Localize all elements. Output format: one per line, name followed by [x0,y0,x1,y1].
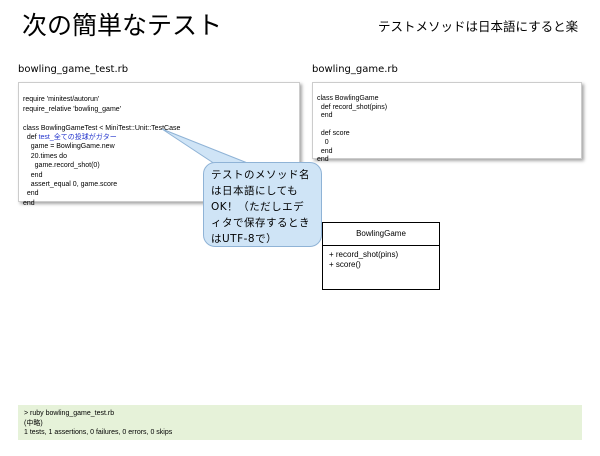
code-line: assert_equal 0, game.score [23,181,118,189]
code-line: class BowlingGameTest < MiniTest::Unit::… [23,124,181,132]
test-code-box: require 'minitest/autorun'require_relati… [18,82,300,207]
callout-bubble: テストのメソッド名は日本語にしてもOK！（ただしエディタで保存するときはUTF-… [203,162,322,247]
code-line: game = BowlingGame.new [23,143,115,151]
code-line: require 'minitest/autorun' [23,96,100,104]
uml-operation: + record_shot(pins) [329,250,399,259]
code-line: end [23,199,35,207]
impl-file-label: bowling_game.rb [312,64,398,75]
code-line: end [23,190,39,198]
code-line: 0 [317,138,329,146]
console-output: > ruby bowling_game_test.rb (中略) 1 tests, … [18,405,582,440]
slide-title: 次の簡単なテスト [22,11,223,40]
slide-subtitle: テストメソッドは日本語にすると楽 [378,19,579,34]
test-file-label: bowling_game_test.rb [18,64,129,75]
code-text: def [23,134,39,142]
test-method-name: test_全ての投球がガター [38,134,117,142]
code-line: ​ [23,114,295,123]
impl-code-box: class BowlingGame def record_shot(pins) … [312,82,582,163]
code-line: def test_全ての投球がガター [23,133,295,142]
code-line: def record_shot(pins) [317,103,388,111]
code-line: 20.times do [23,152,67,160]
code-line: end [23,171,43,179]
code-line: end [317,156,329,164]
uml-operation: + score() [329,260,361,269]
code-line: class BowlingGame [317,94,379,102]
uml-class-diagram: BowlingGame + record_shot(pins)+ score() [322,222,440,290]
code-line: ​ [317,121,577,130]
console-line: (中略) [24,419,43,427]
code-line: end [317,112,333,120]
code-line: def score [317,129,350,137]
code-line: require_relative 'bowling_game' [23,105,122,113]
console-line: 1 tests, 1 assertions, 0 failures, 0 err… [24,429,173,436]
console-line: > ruby bowling_game_test.rb [24,410,115,417]
code-line: game.record_shot(0) [23,162,100,170]
code-line: end [317,147,333,155]
uml-class-name: BowlingGame [323,223,439,246]
